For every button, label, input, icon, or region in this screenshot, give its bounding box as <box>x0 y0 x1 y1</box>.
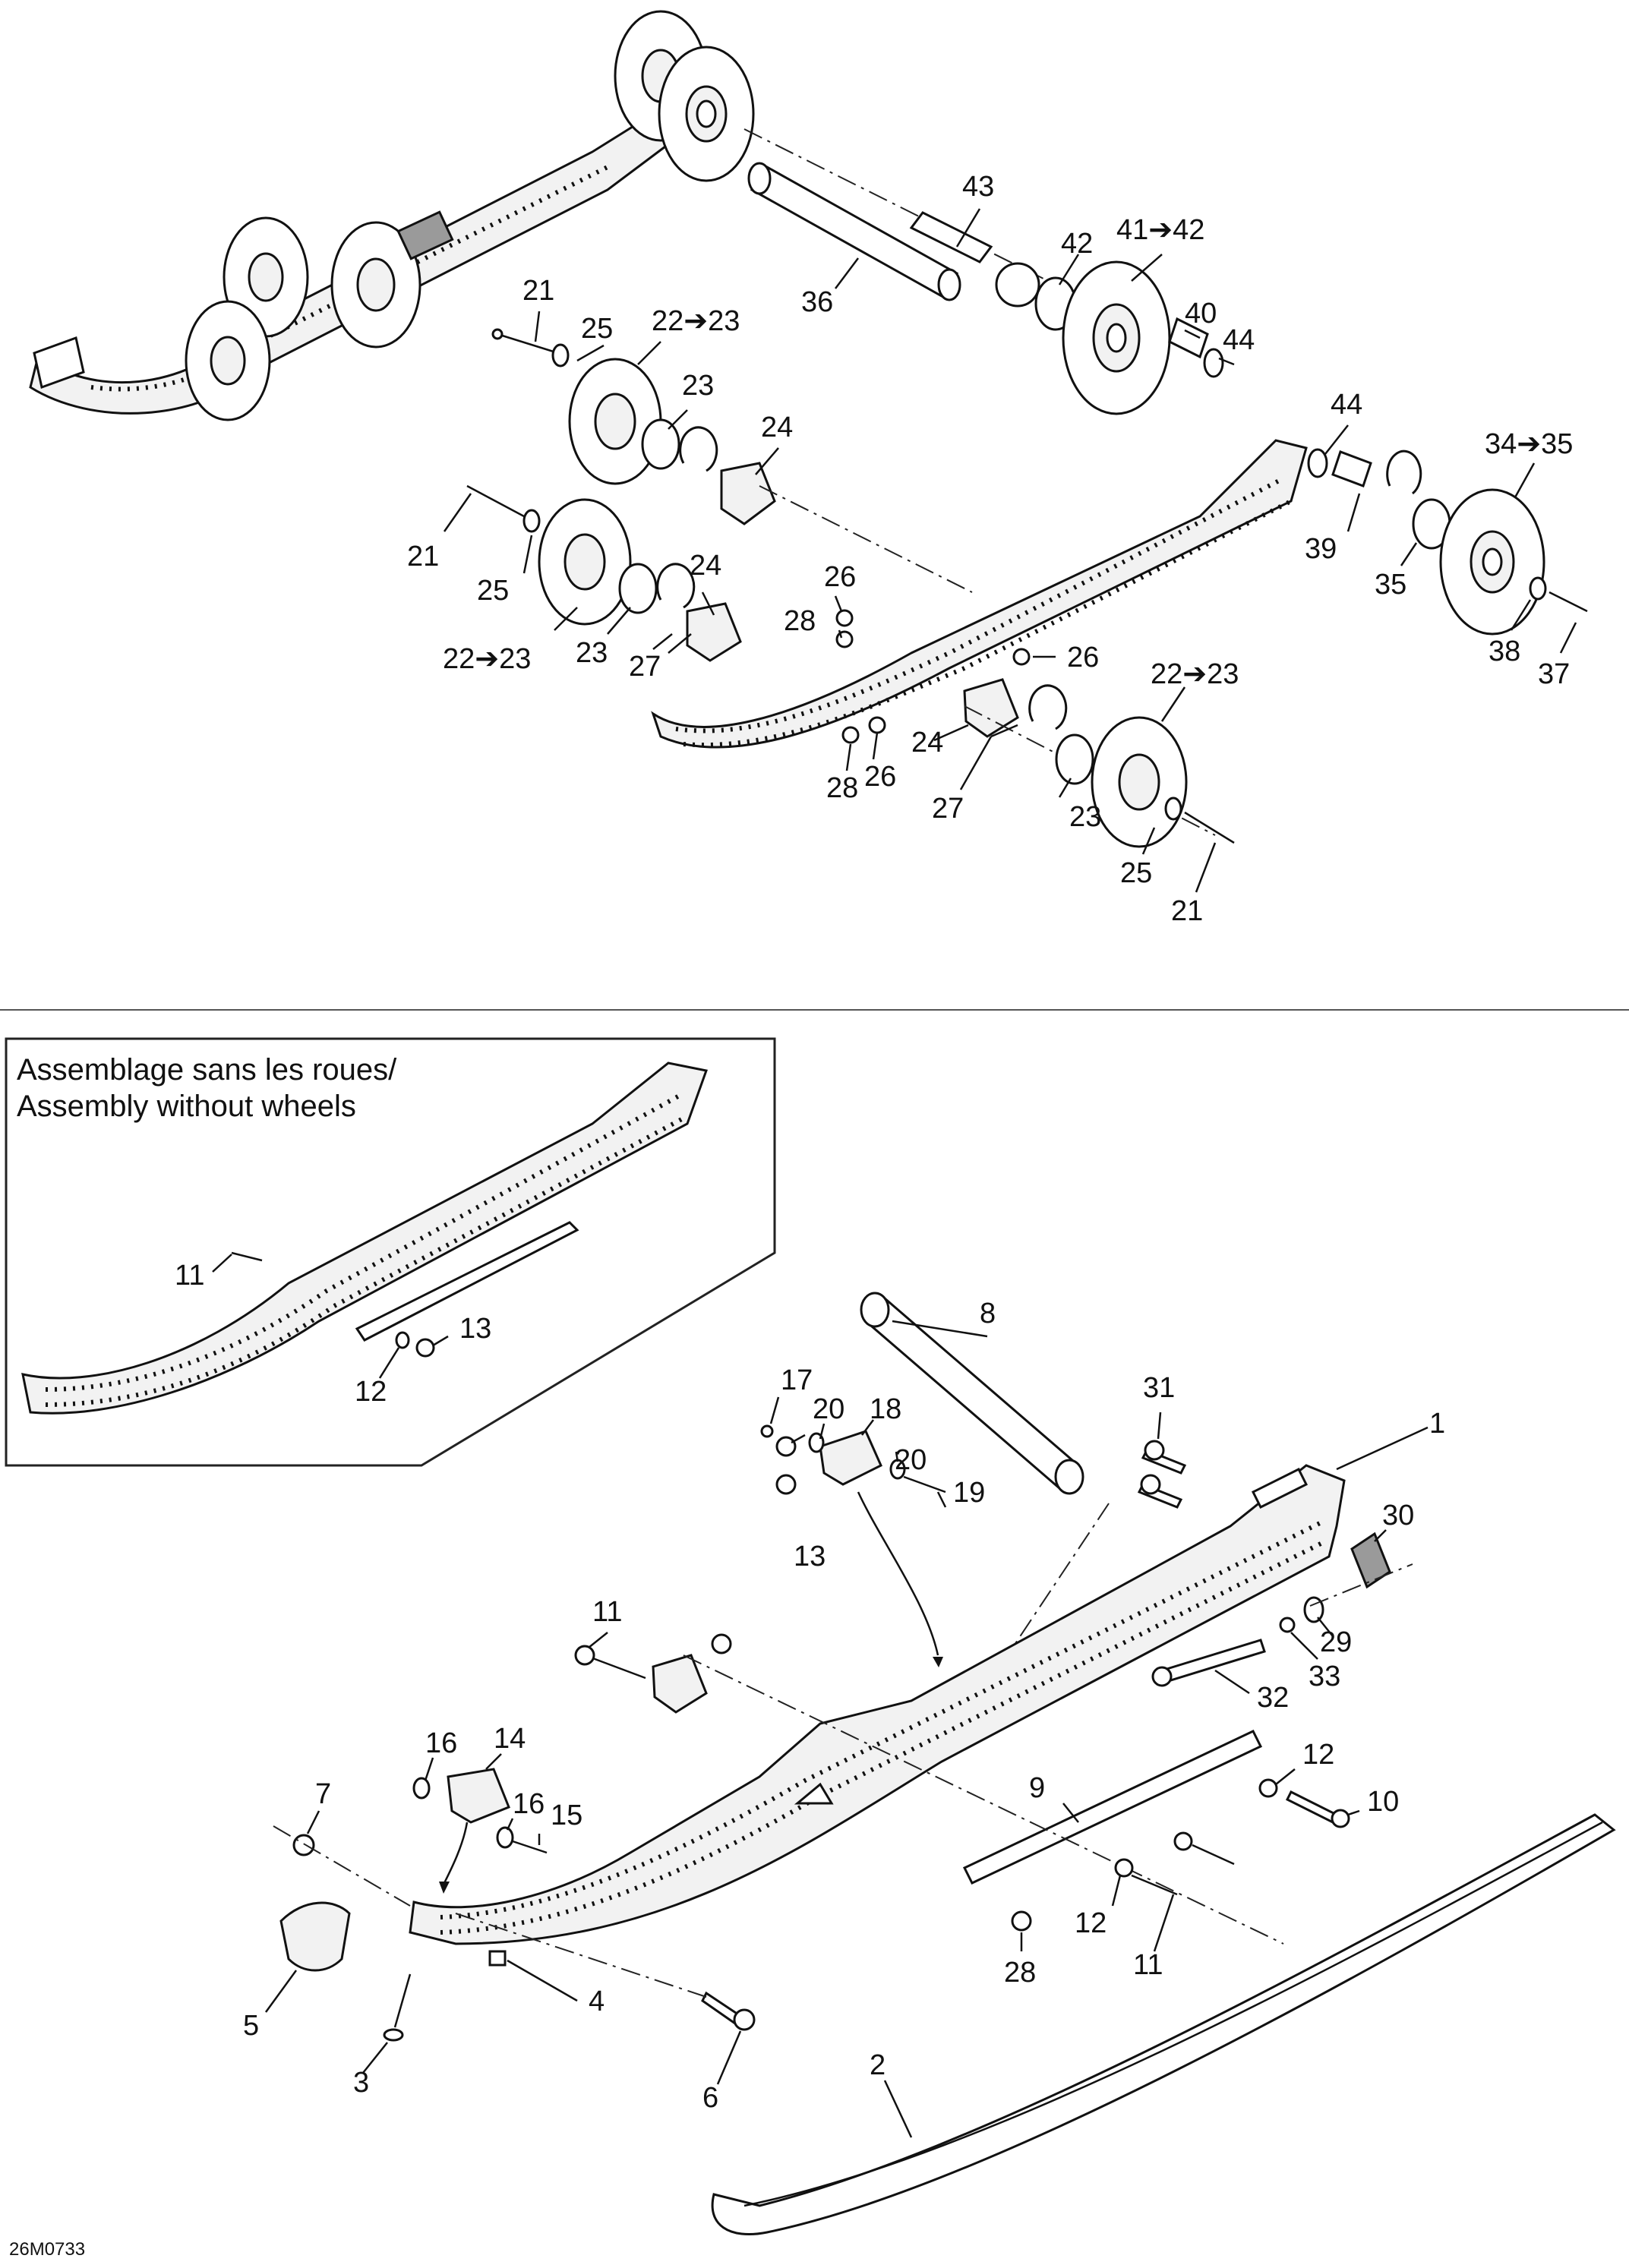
callout: 18 <box>870 1393 901 1425</box>
callout: 23 <box>1069 801 1101 833</box>
callout: 11 <box>592 1596 622 1628</box>
callout: 22➔23 <box>1151 658 1239 690</box>
callout: 24 <box>761 412 793 443</box>
callout: 43 <box>962 171 994 203</box>
slide <box>711 1813 1616 2236</box>
callout: 19 <box>953 1477 985 1509</box>
callout: 44 <box>1223 324 1255 356</box>
callout: 11 <box>1133 1949 1163 1981</box>
callout: 2 <box>870 2049 886 2081</box>
bracket-14 <box>447 1768 510 1824</box>
bracket-24-lower <box>686 602 742 662</box>
assembled-rail-thumbnail <box>29 10 755 421</box>
wheel-thumb-4 <box>330 221 421 349</box>
callout: 3 <box>353 2067 369 2099</box>
bottom-callouts: 8 17 20 18 20 19 31 1 30 13 11 29 33 32 … <box>243 1298 1445 2114</box>
callout: 21 <box>407 541 439 573</box>
callout: 1 <box>1429 1408 1445 1440</box>
callout: 20 <box>895 1444 927 1476</box>
main-rail <box>409 1464 1346 1945</box>
callout: 37 <box>1538 658 1570 690</box>
top-callout-leaders <box>443 208 1577 893</box>
inset-box: Assemblage sans les roues/ Assembly with… <box>5 1037 776 1467</box>
wheel-thumb-5 <box>185 300 271 421</box>
callout: 23 <box>682 370 714 402</box>
callout: 16 <box>425 1727 457 1759</box>
callout: 44 <box>1331 389 1362 421</box>
callout: 28 <box>1004 1957 1036 1989</box>
wheel-22-lower <box>538 498 632 626</box>
callout: 27 <box>932 793 964 825</box>
callout: 25 <box>581 313 613 345</box>
callout: 25 <box>1120 857 1152 889</box>
callout: 24 <box>690 550 721 582</box>
block-30 <box>1350 1531 1391 1589</box>
callout: 12 <box>1302 1739 1334 1771</box>
callout: 33 <box>1309 1661 1340 1692</box>
callout: 28 <box>826 772 858 804</box>
bracket-24-upper <box>720 462 776 525</box>
wheel-41 <box>1062 260 1171 415</box>
wheel-22-right <box>1091 716 1188 848</box>
callout: 6 <box>702 2082 718 2114</box>
top-callouts: 43 42 41➔42 36 40 44 44 34➔35 21 25 22➔2… <box>407 171 1573 927</box>
rail-top <box>651 439 1308 749</box>
callout: 32 <box>1257 1682 1289 1714</box>
cap-5 <box>279 1901 351 1972</box>
callout: 16 <box>513 1788 545 1820</box>
callout: 21 <box>1171 895 1203 927</box>
callout: 35 <box>1375 569 1406 601</box>
callout: 11 <box>175 1260 204 1292</box>
callout: 7 <box>315 1778 331 1810</box>
callout: 41➔42 <box>1116 214 1204 246</box>
callout: 8 <box>980 1298 996 1330</box>
callout: 25 <box>477 575 509 607</box>
callout: 4 <box>589 1986 605 2017</box>
callout: 15 <box>551 1800 582 1831</box>
callout: 22➔23 <box>443 643 531 675</box>
top-exploded-assembly <box>466 128 1588 848</box>
callout: 17 <box>781 1364 813 1396</box>
wheel-22-upper <box>568 358 662 485</box>
callout: 39 <box>1305 533 1337 565</box>
callout: 34➔35 <box>1485 428 1573 460</box>
bracket-24-right <box>963 678 1019 738</box>
callout: 29 <box>1320 1626 1352 1658</box>
callout: 13 <box>794 1541 826 1572</box>
callout: 27 <box>629 651 661 683</box>
callout: 26 <box>1067 642 1099 673</box>
inset-title-line2: Assembly without wheels <box>17 1090 356 1123</box>
callout: 20 <box>813 1393 844 1425</box>
callout: 24 <box>911 727 943 759</box>
callout: 26 <box>864 761 896 793</box>
callout: 28 <box>784 605 816 637</box>
callout: 12 <box>355 1376 387 1408</box>
callout: 22➔23 <box>652 305 740 337</box>
bottom-callout-leaders <box>264 1320 1429 2138</box>
callout: 5 <box>243 2010 259 2042</box>
bracket-18 <box>819 1430 882 1486</box>
callout: 23 <box>576 637 608 669</box>
callout: 40 <box>1185 298 1217 330</box>
bottom-exploded-assembly <box>273 1292 1616 2236</box>
callout: 31 <box>1143 1372 1175 1404</box>
callout: 9 <box>1029 1772 1045 1804</box>
inset-title-line1: Assemblage sans les roues/ <box>17 1053 397 1087</box>
callout: 30 <box>1382 1500 1414 1531</box>
callout: 42 <box>1061 228 1093 260</box>
callout: 12 <box>1075 1907 1107 1939</box>
callout: 26 <box>824 561 856 593</box>
callout: 14 <box>494 1723 526 1755</box>
callout: 10 <box>1367 1786 1399 1818</box>
callout: 38 <box>1489 636 1520 667</box>
wheel-thumb-2 <box>658 46 755 182</box>
callout: 13 <box>459 1313 491 1345</box>
callout: 21 <box>522 275 554 307</box>
drawing-code: 26M0733 <box>9 2239 85 2260</box>
callout: 36 <box>801 286 833 318</box>
wheel-34 <box>1439 488 1545 636</box>
